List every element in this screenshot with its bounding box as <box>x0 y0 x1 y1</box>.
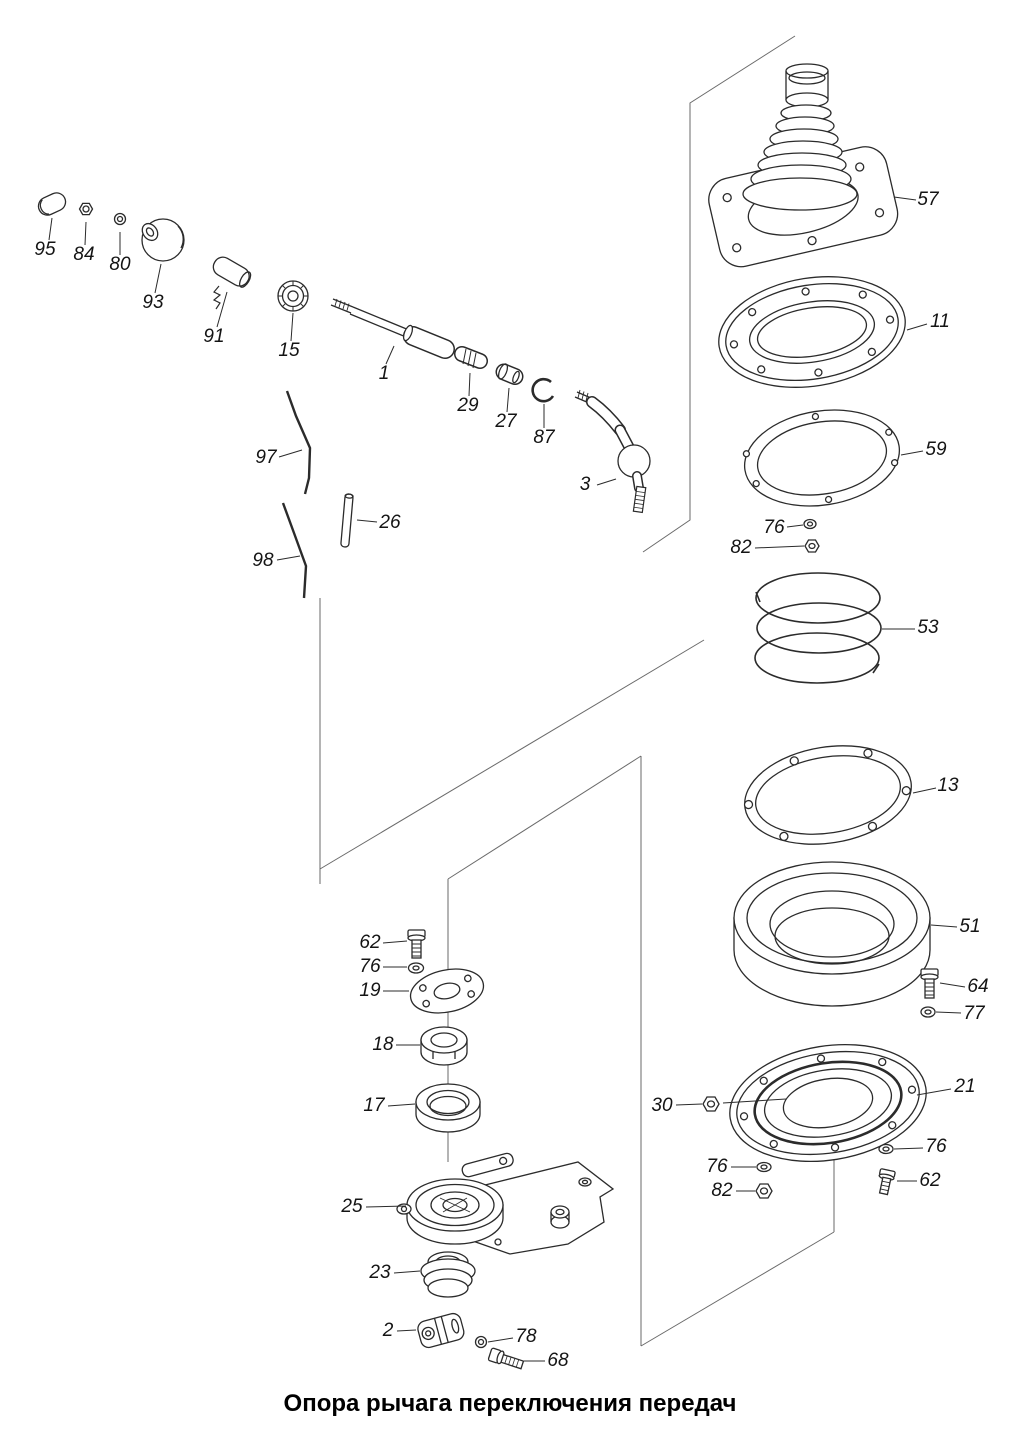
part-callout-97: 97 <box>255 447 277 468</box>
part-80-washer <box>113 212 127 226</box>
part-callout-98: 98 <box>252 550 274 571</box>
part-62-bolt-mid <box>407 929 426 959</box>
part-62-bolt-right <box>878 1168 896 1196</box>
part-callout-95: 95 <box>34 239 56 260</box>
part-87-snap-ring <box>531 377 555 403</box>
part-callout-53: 53 <box>917 617 939 638</box>
part-3-lever-lower <box>574 389 651 514</box>
part-callout-13: 13 <box>937 775 959 796</box>
part-callout-25: 25 <box>341 1196 363 1217</box>
part-callout-91: 91 <box>203 326 225 347</box>
part-callout-62: 62 <box>359 932 381 953</box>
part-callout-76: 76 <box>763 517 785 538</box>
part-29-sleeve <box>454 346 488 369</box>
part-59-gasket-ring <box>742 409 901 507</box>
part-callout-15: 15 <box>278 340 300 361</box>
part-callout-17: 17 <box>363 1095 385 1116</box>
part-callout-1: 1 <box>378 363 390 384</box>
part-23-boot <box>420 1251 476 1298</box>
part-78-washer <box>474 1335 488 1349</box>
part-53-spring <box>754 572 882 684</box>
part-callout-68: 68 <box>547 1350 569 1371</box>
part-callout-62: 62 <box>919 1170 941 1191</box>
part-76-washer-left <box>756 1161 772 1173</box>
part-callout-78: 78 <box>515 1326 537 1347</box>
part-callout-77: 77 <box>963 1003 985 1024</box>
part-77-washer <box>920 1006 936 1018</box>
part-82-nut-left <box>755 1183 773 1199</box>
part-76-washer-top <box>803 518 817 530</box>
part-57-boot <box>708 63 899 268</box>
part-91-button <box>212 256 252 310</box>
part-11-cover-plate <box>718 276 906 388</box>
part-64-bolt <box>920 968 939 999</box>
leader-lines <box>48 196 966 1362</box>
part-84-nut <box>78 202 94 216</box>
part-callout-64: 64 <box>967 976 989 997</box>
diagram-title: Опора рычага переключения передач <box>283 1390 737 1417</box>
part-callout-23: 23 <box>369 1262 391 1283</box>
part-27-bushing <box>495 363 524 385</box>
part-13-ring-with-studs <box>743 745 912 845</box>
part-19-flange-plate <box>409 968 485 1014</box>
part-callout-27: 27 <box>495 411 517 432</box>
part-callout-11: 11 <box>930 311 950 332</box>
part-93-knob <box>141 218 185 262</box>
part-callout-29: 29 <box>457 395 479 416</box>
part-callout-93: 93 <box>142 292 164 313</box>
part-68-bolt <box>487 1347 525 1370</box>
part-callout-84: 84 <box>73 244 95 265</box>
part-18-lock-nut <box>420 1026 468 1066</box>
part-17-cup <box>415 1083 481 1133</box>
part-95-cap <box>37 192 67 216</box>
part-82-nut-top <box>804 539 820 553</box>
part-97-rod <box>285 390 312 495</box>
part-callout-26: 26 <box>379 512 401 533</box>
part-51-oval-housing <box>733 861 931 1007</box>
part-callout-19: 19 <box>359 980 381 1001</box>
part-callout-57: 57 <box>917 189 939 210</box>
part-callout-82: 82 <box>730 537 752 558</box>
part-callout-51: 51 <box>959 916 981 937</box>
part-21-support-plate <box>729 1043 927 1163</box>
part-15-ring <box>277 280 309 312</box>
part-callout-30: 30 <box>651 1095 673 1116</box>
part-callout-21: 21 <box>954 1076 976 1097</box>
part-30-nut <box>702 1096 720 1112</box>
part-callout-3: 3 <box>579 474 591 495</box>
part-callout-76: 76 <box>925 1136 947 1157</box>
part-25-support-assembly <box>396 1152 615 1255</box>
part-callout-80: 80 <box>109 254 131 275</box>
part-callout-76: 76 <box>359 956 381 977</box>
part-callout-18: 18 <box>372 1034 394 1055</box>
construction-lines <box>319 35 835 1347</box>
part-callout-2: 2 <box>382 1320 394 1341</box>
part-callout-59: 59 <box>925 439 947 460</box>
part-98-rod <box>281 502 308 599</box>
part-callout-87: 87 <box>533 427 555 448</box>
part-76-washer-right <box>878 1143 894 1155</box>
part-26-pin <box>340 493 354 548</box>
part-76-washer-mid <box>407 962 425 974</box>
part-1-lever-upper <box>330 298 455 359</box>
part-2-clevis <box>417 1312 465 1349</box>
part-callout-82: 82 <box>711 1180 733 1201</box>
part-callout-76: 76 <box>706 1156 728 1177</box>
